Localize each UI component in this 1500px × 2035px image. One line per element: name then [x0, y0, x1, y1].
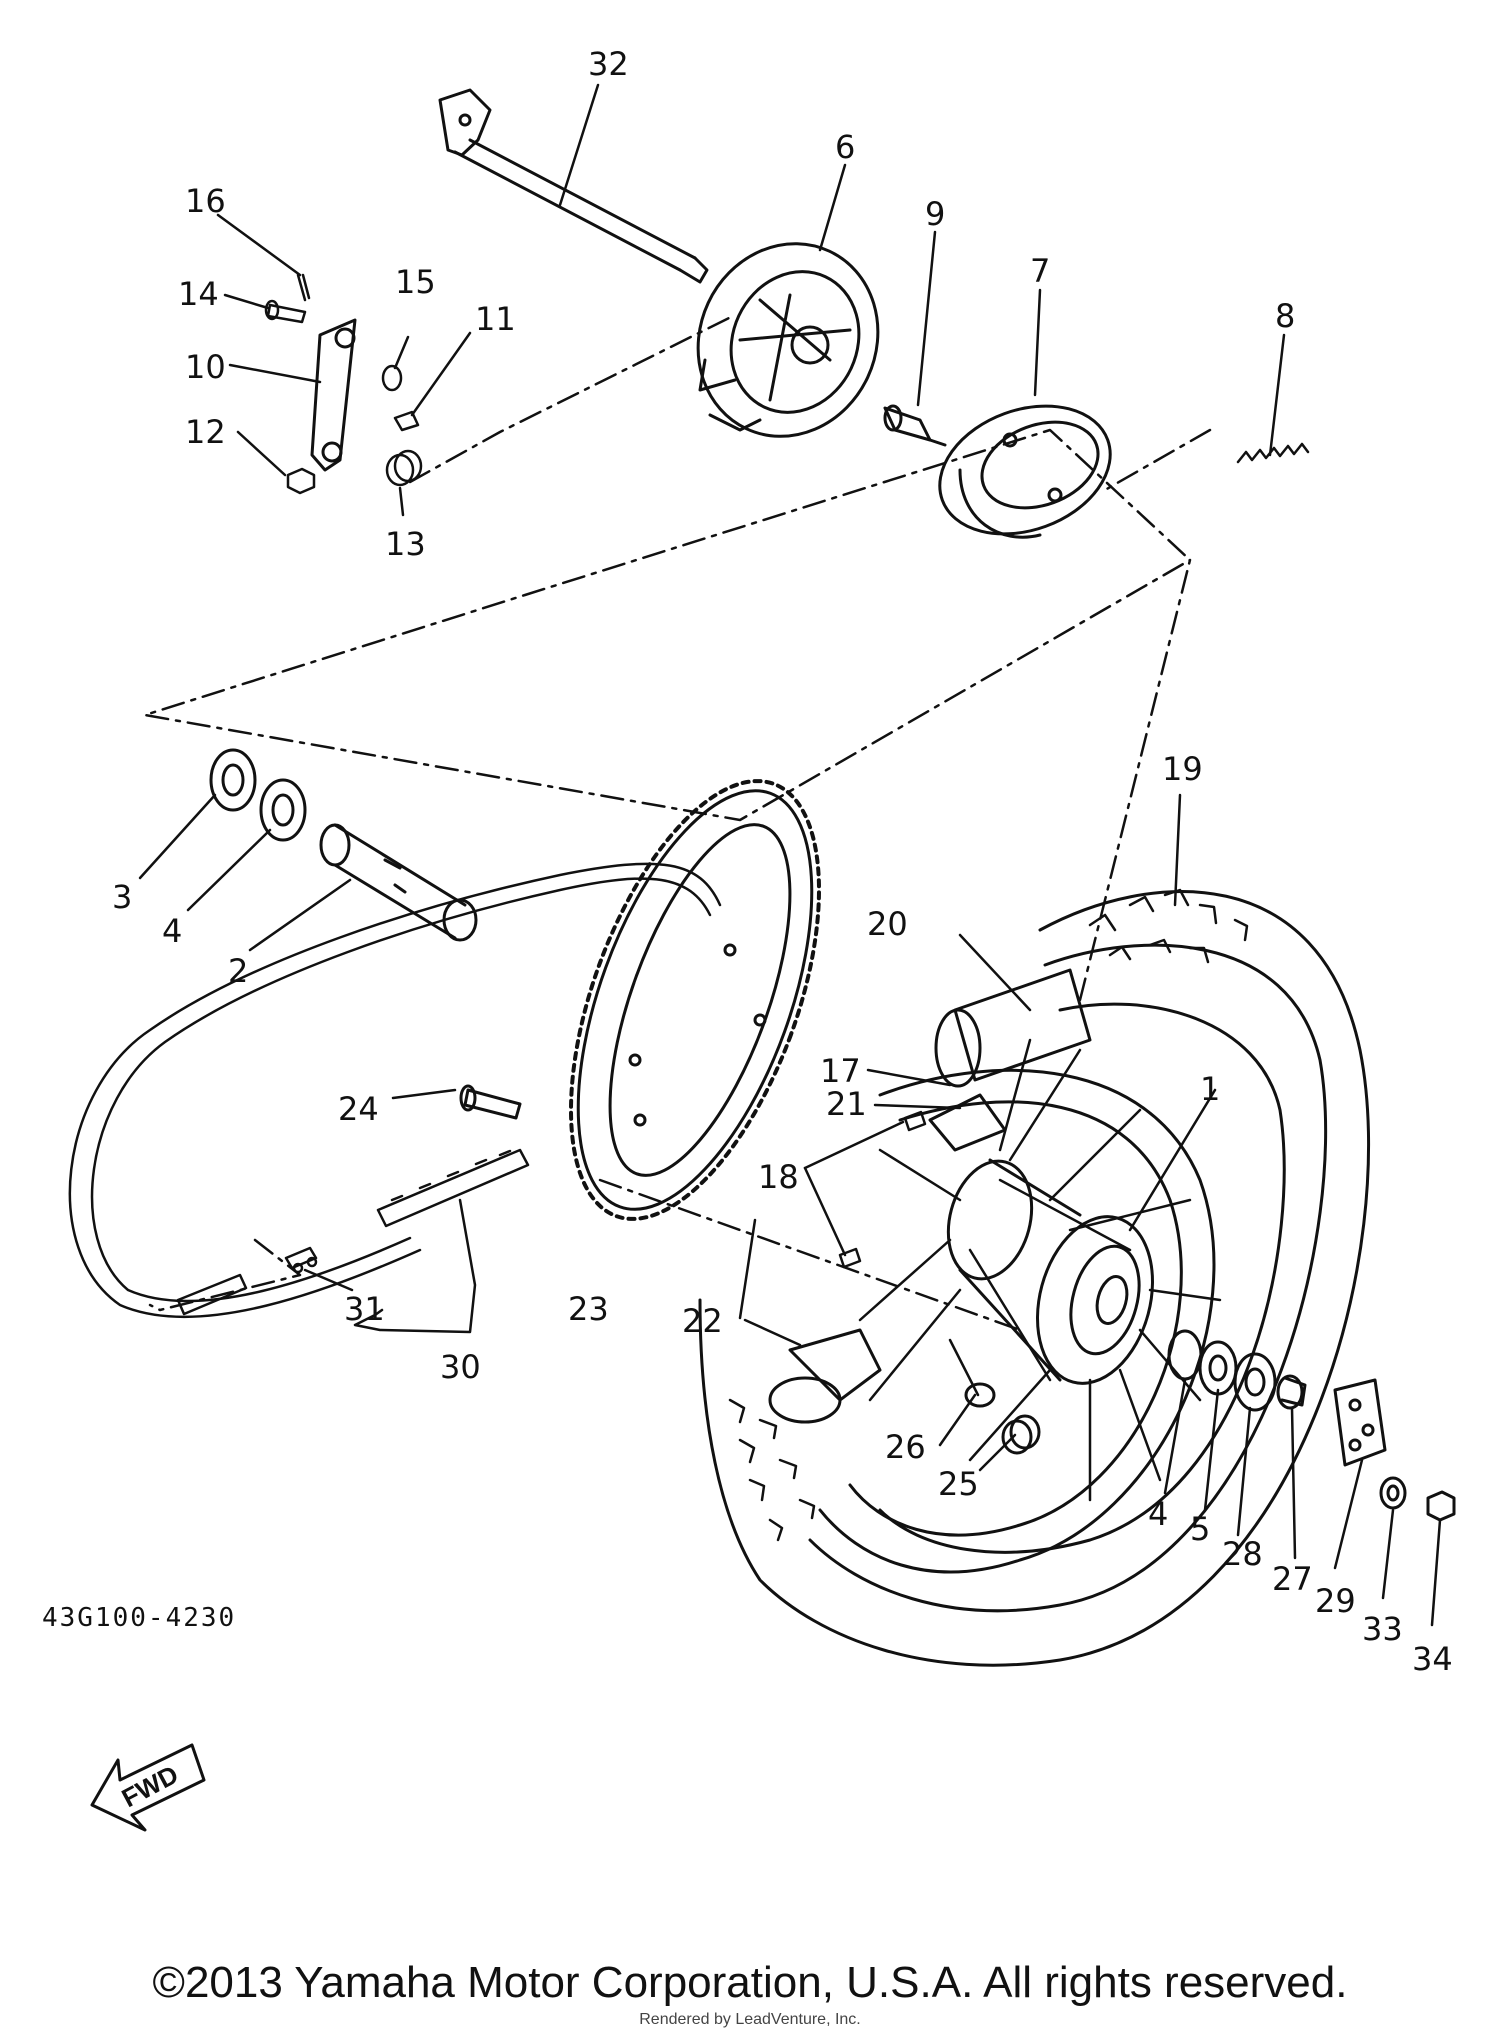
- rear-axle: [438, 88, 709, 284]
- callout-15: 15: [395, 263, 436, 301]
- assembly-lines: [143, 313, 1212, 1332]
- callout-21: 21: [826, 1085, 867, 1123]
- leader-lines: [138, 83, 1442, 1627]
- callout-34: 34: [1412, 1640, 1453, 1678]
- callout-19: 19: [1162, 750, 1203, 788]
- callout-labels: 1 2 3 4 4 5 6 7 8 9 10 11 12 13 14 15 16…: [112, 45, 1453, 1678]
- rim-lock: [928, 968, 1092, 1152]
- callout-16: 16: [185, 182, 226, 220]
- small-fasteners: [264, 273, 423, 495]
- callout-30: 30: [440, 1348, 481, 1386]
- callout-28: 28: [1222, 1535, 1263, 1573]
- diagram-code: 43G100-4230: [42, 1603, 237, 1633]
- callout-5: 5: [1190, 1510, 1210, 1548]
- spring: [1236, 442, 1310, 464]
- callout-27: 27: [1272, 1560, 1313, 1598]
- watermark-text: Rendered by LeadVenture, Inc.: [639, 2011, 861, 2028]
- callout-11: 11: [475, 300, 516, 338]
- callout-33: 33: [1362, 1610, 1403, 1648]
- brake-camshaft: [883, 404, 947, 447]
- callout-31: 31: [344, 1290, 385, 1328]
- callout-1: 1: [1200, 1070, 1220, 1108]
- callout-4: 4: [162, 912, 182, 950]
- callout-2: 2: [228, 952, 248, 990]
- axle-side-parts: [964, 1329, 1456, 1522]
- callout-29: 29: [1315, 1582, 1356, 1620]
- callout-20: 20: [867, 905, 908, 943]
- callout-6: 6: [835, 128, 855, 166]
- callout-24: 24: [338, 1090, 379, 1128]
- spokes: [858, 1038, 1222, 1502]
- callout-14: 14: [178, 275, 219, 313]
- wheel-bearings: [209, 748, 307, 842]
- spoke-nipples: [838, 1110, 927, 1269]
- callout-32: 32: [588, 45, 629, 83]
- callout-25: 25: [938, 1465, 979, 1503]
- callout-12: 12: [185, 413, 226, 451]
- callout-3: 3: [112, 878, 132, 916]
- callout-9: 9: [925, 195, 945, 233]
- callout-4: 4: [1148, 1495, 1168, 1533]
- tire-protector: [768, 1328, 882, 1424]
- axle-sleeve: [319, 823, 478, 942]
- callout-7: 7: [1030, 252, 1050, 290]
- callout-26: 26: [885, 1428, 926, 1466]
- brake-shoe-plate: [696, 242, 880, 438]
- hub: [946, 1158, 1155, 1385]
- tire: [698, 888, 1371, 1667]
- fwd-arrow: FWD: [90, 1743, 206, 1832]
- callout-13: 13: [385, 525, 426, 563]
- callout-10: 10: [185, 348, 226, 386]
- callout-17: 17: [820, 1052, 861, 1090]
- brake-shoe: [938, 404, 1112, 539]
- drive-chain: [68, 862, 722, 1318]
- chain-joint-links: [176, 1148, 530, 1316]
- callout-22: 22: [682, 1302, 723, 1340]
- tension-bar: [310, 318, 357, 472]
- callout-8: 8: [1275, 297, 1295, 335]
- callout-23: 23: [568, 1290, 609, 1328]
- sprocket-bolt: [459, 1084, 522, 1120]
- rear-sprocket: [569, 779, 821, 1221]
- callout-18: 18: [758, 1158, 799, 1196]
- copyright-notice: ©2013 Yamaha Motor Corporation, U.S.A. A…: [152, 1958, 1348, 2007]
